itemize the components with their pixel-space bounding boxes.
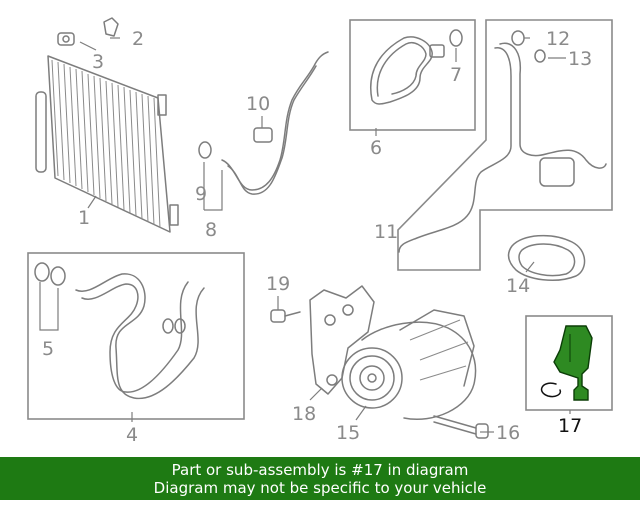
hose-box-6	[349, 19, 476, 131]
callout-5: 5	[42, 338, 54, 360]
mounting-bracket-part	[309, 285, 375, 395]
bracket-part	[103, 17, 119, 37]
highlighted-part-box-17	[525, 315, 613, 411]
callout-19: 19	[266, 273, 290, 295]
hose-part-11	[398, 30, 607, 253]
bolt-part	[57, 32, 75, 46]
sensor-part-17	[553, 325, 593, 401]
hose-assembly-box-4	[27, 252, 245, 420]
hose-part-6	[370, 29, 463, 105]
callout-labels: 1 2 3 4 5 6 7 8 9 10 11 12 13 14 15 16 1…	[42, 28, 592, 446]
condenser-part	[35, 55, 179, 233]
leader-lines	[39, 37, 571, 433]
callout-4: 4	[126, 424, 138, 446]
callout-15: 15	[336, 422, 360, 444]
callout-16: 16	[496, 422, 520, 444]
pipe-part-8	[198, 51, 329, 195]
banner-line-2: Diagram may not be specific to your vehi…	[153, 479, 487, 497]
callout-13: 13	[568, 48, 592, 70]
callout-1: 1	[78, 207, 90, 229]
suction-hose-part	[34, 262, 205, 400]
callout-3: 3	[92, 51, 104, 73]
callout-9: 9	[195, 183, 207, 205]
callout-7: 7	[450, 64, 462, 86]
bolt-part-16	[433, 415, 489, 439]
callout-17: 17	[558, 415, 582, 437]
callout-18: 18	[292, 403, 316, 425]
hose-box-11	[397, 19, 613, 271]
callout-14: 14	[506, 275, 530, 297]
info-banner: Part or sub-assembly is #17 in diagram D…	[0, 457, 640, 500]
compressor-part	[341, 309, 477, 420]
callout-11: 11	[374, 221, 398, 243]
callout-12: 12	[546, 28, 570, 50]
bolt-part-19	[270, 309, 301, 323]
callout-10: 10	[246, 93, 270, 115]
callout-8: 8	[205, 219, 217, 241]
banner-line-1: Part or sub-assembly is #17 in diagram	[171, 461, 469, 479]
gasket-part	[507, 234, 586, 281]
callout-2: 2	[132, 28, 144, 50]
highlighted-sensor-part	[540, 325, 593, 401]
callout-6: 6	[370, 137, 382, 159]
